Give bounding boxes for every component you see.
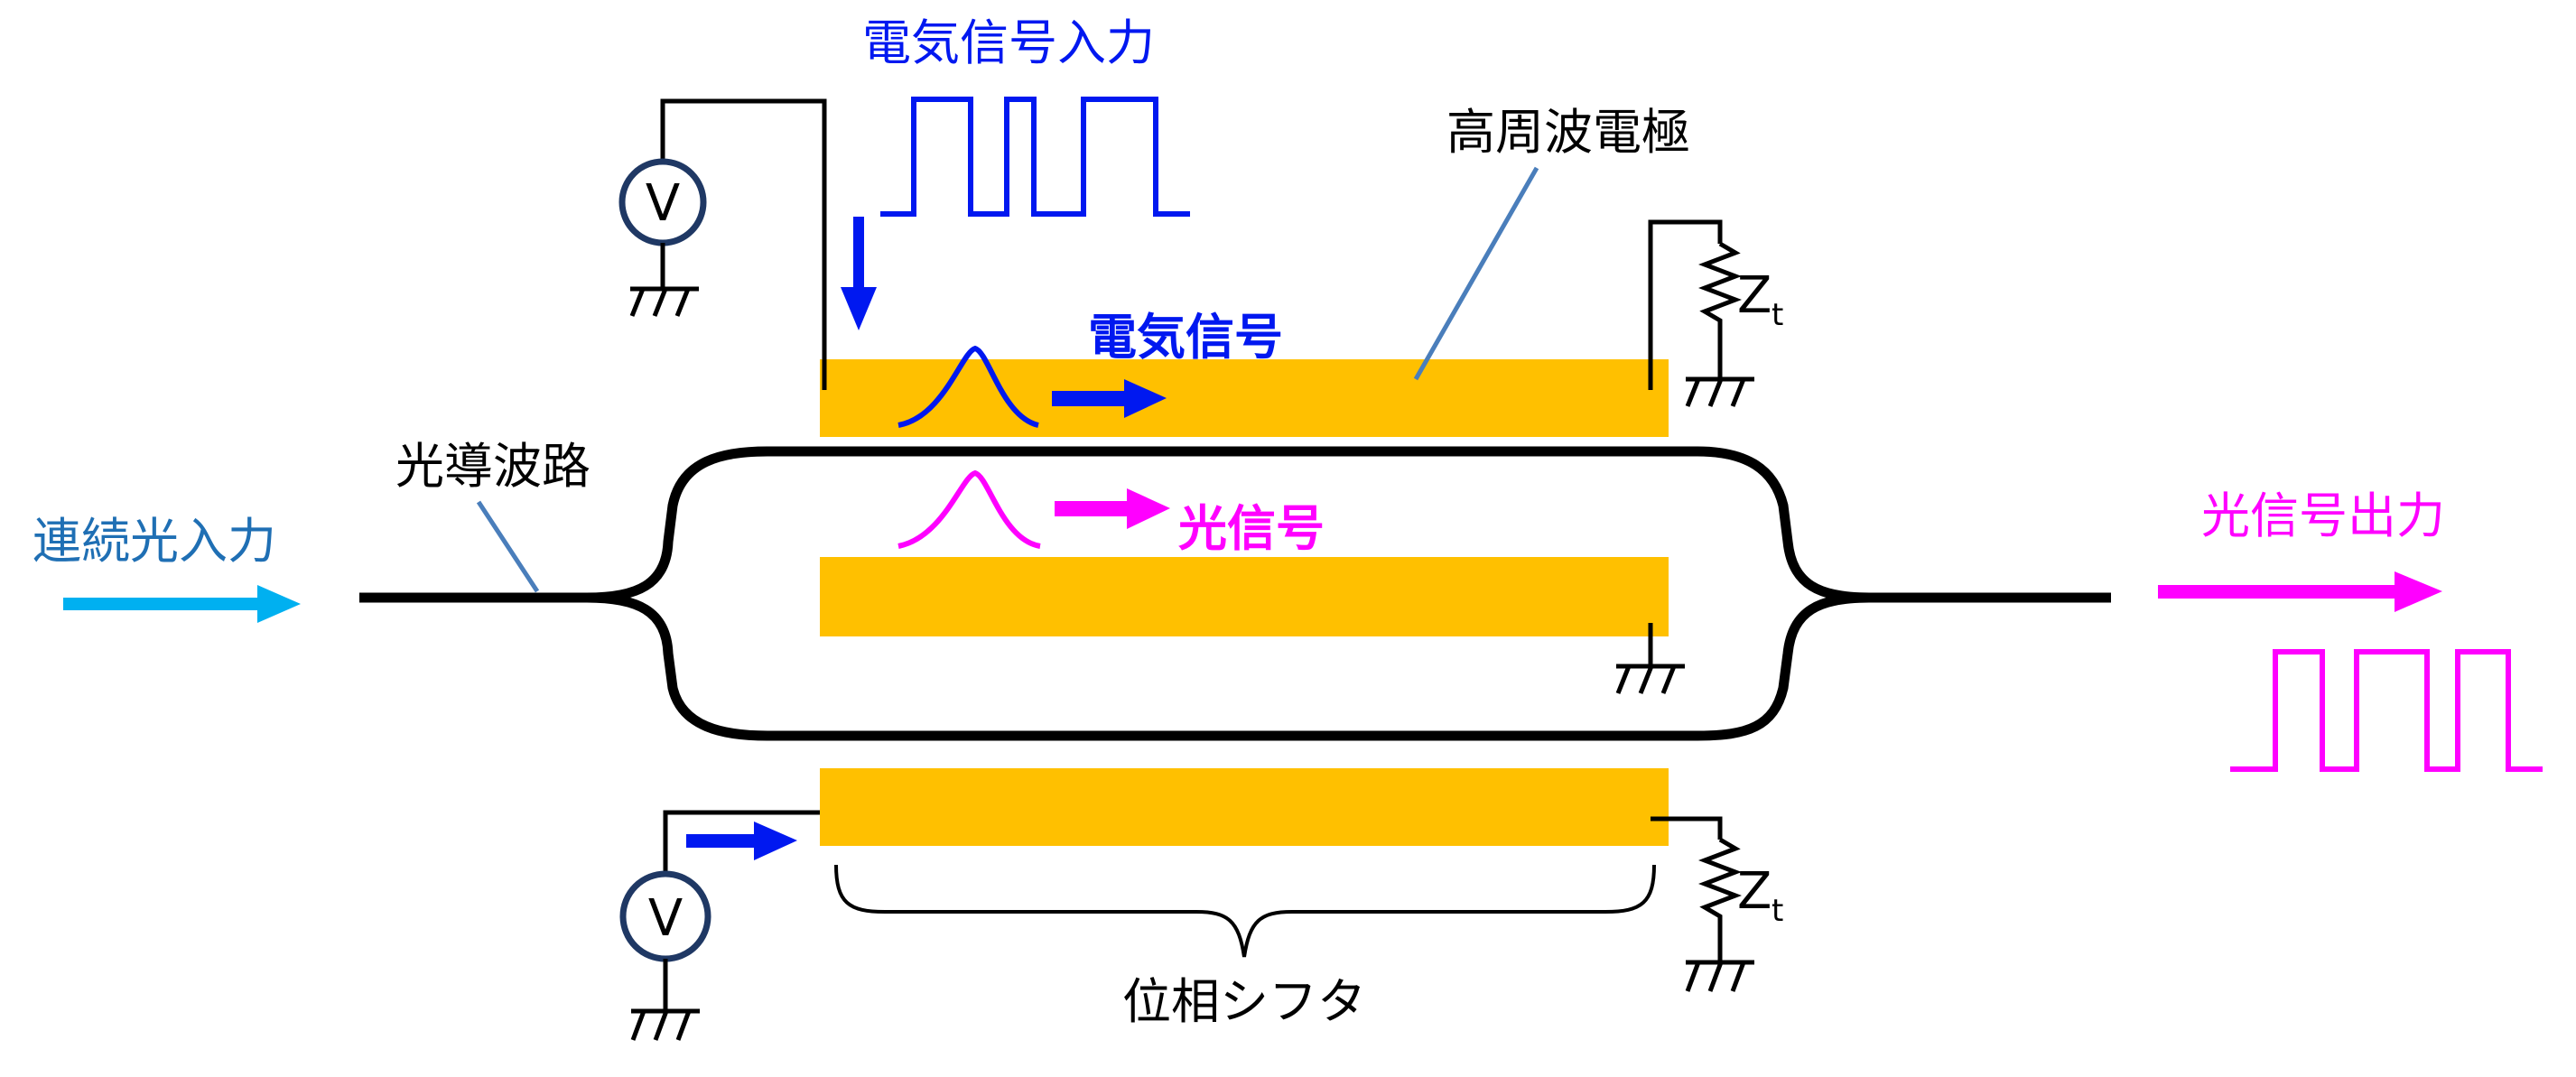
optical-output-waveform	[2230, 649, 2543, 772]
voltage-source-top: V	[618, 158, 707, 246]
voltage-source-bottom-label: V	[648, 889, 683, 948]
output-arrow-icon	[2158, 571, 2442, 612]
optical-waveguide-leader	[476, 500, 540, 593]
optical-waveguide-label: 光導波路	[395, 438, 591, 495]
termination-bottom-subscript: t	[1772, 893, 1783, 929]
ground-icon	[629, 243, 699, 317]
middle-ground-line	[1615, 623, 1685, 694]
arrow-right-icon	[1055, 488, 1170, 529]
blue-arrow-bottom	[686, 822, 797, 860]
ground-icon	[630, 959, 700, 1041]
electrical-pulse	[897, 345, 1039, 428]
optical-waveguide	[359, 446, 2111, 741]
phase-shifter-label: 位相シフタ	[1122, 973, 1366, 1030]
electrical-input-waveform	[880, 97, 1190, 217]
ground-icon	[1685, 960, 1754, 992]
ground-electrode-middle	[820, 557, 1669, 636]
termination-top-subscript: t	[1772, 297, 1783, 333]
optical-pulse	[897, 469, 1041, 549]
rf-electrode-label: 高周波電極	[1446, 104, 1690, 161]
voltage-source-top-label: V	[646, 174, 680, 233]
phase-shifter-brace	[834, 864, 1656, 958]
rf-electrode-top	[820, 359, 1669, 437]
bottom-feed-line	[663, 810, 1743, 962]
optical-signal-label: 光信号	[1178, 500, 1325, 557]
arrow-right-icon	[1052, 379, 1167, 418]
electrical-signal-label: 電気信号	[1088, 309, 1283, 366]
rf-electrode-bottom	[820, 768, 1669, 846]
input-arrow-icon	[63, 585, 301, 623]
optical-signal-output-label: 光信号出力	[2201, 487, 2445, 544]
cw-light-input-label: 連続光入力	[33, 513, 276, 570]
electrical-signal-input-label: 電気信号入力	[862, 14, 1155, 71]
ground-icon	[1685, 361, 1754, 407]
voltage-source-bottom: V	[619, 870, 711, 962]
termination-top-label: Z	[1737, 266, 1772, 325]
top-feed-line	[660, 98, 827, 390]
rf-electrode-leader	[1413, 166, 1539, 381]
arrow-down-icon	[841, 217, 877, 330]
top-termination-line	[1648, 219, 1743, 390]
termination-bottom-label: Z	[1737, 862, 1772, 921]
